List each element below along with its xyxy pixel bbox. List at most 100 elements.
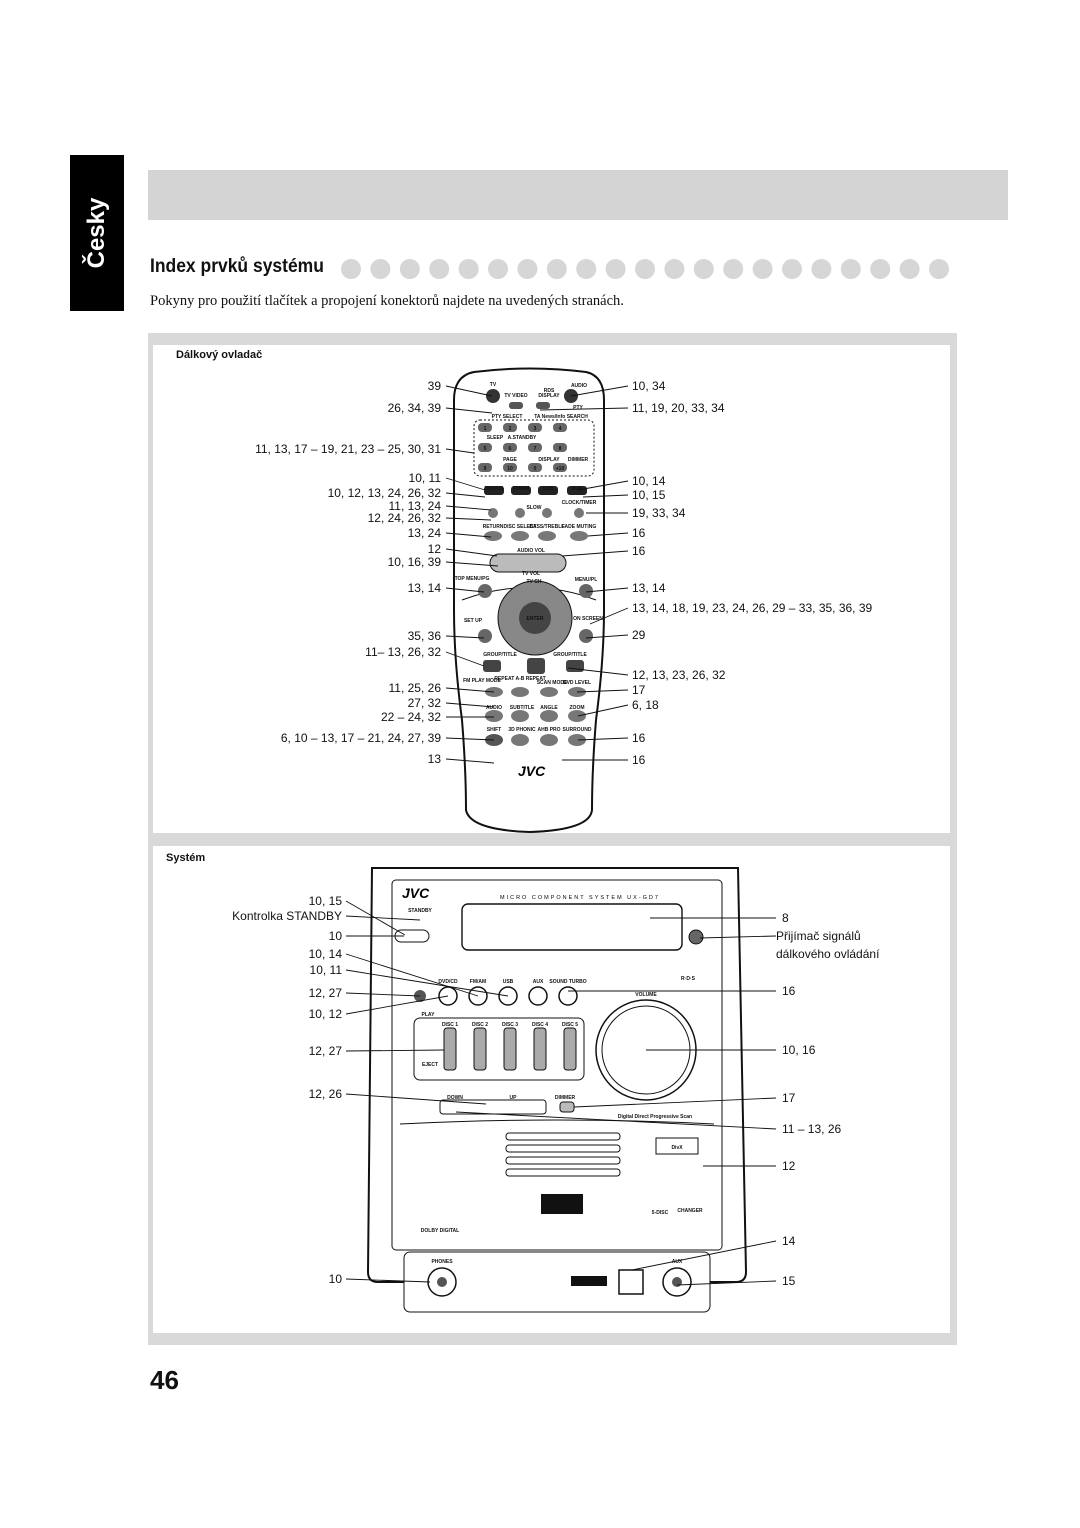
system-section-label: Systém [166,852,206,864]
title-dot [899,259,920,279]
digit-label: 7 [534,446,537,452]
page-number: 46 [150,1365,179,1395]
leader-line [445,407,493,414]
button-label: CLOCK/TIMER [562,500,597,506]
language-tab: Česky [70,155,124,311]
remote-callout-left: 12 [428,542,442,556]
button-label: PTY [573,405,583,411]
leader-line [345,915,421,921]
leader-line [445,548,498,557]
button-label: REPEAT A-B REPEAT [494,676,545,682]
title-dot [488,259,508,279]
digit-label: +10 [556,466,565,472]
remote-callout-left: 35, 36 [408,629,442,643]
disc-label: DISC 1 [442,1022,458,1028]
button-label: SCAN MODE [537,680,568,686]
disc-label: DISC 2 [472,1022,488,1028]
remote-brand-logo: JVC [518,763,546,779]
button-label: ANGLE [540,705,558,711]
leader-line [445,492,486,498]
leader-line [445,702,495,708]
leader-line [445,517,492,521]
leader-line [567,667,629,676]
digit-label: 10 [507,466,513,472]
title-dot [664,259,685,279]
button-label: GROUP/TITLE [483,652,517,658]
device-label: 5-DISC [652,1210,669,1216]
digit-label: 5 [484,446,487,452]
remote-callout-right: 6, 18 [632,698,659,712]
system-callout-left: 10, 11 [310,963,343,977]
title-dot [458,259,479,279]
button-label: BASS/TREBLE [529,524,565,530]
remote-callout-right: 13, 14 [632,581,666,595]
device-label: DOLBY DIGITAL [421,1228,459,1234]
system-callout-right: 8 [782,911,789,925]
remote-callout-right: 11, 19, 20, 33, 34 [632,401,725,415]
remote-callout-right: 17 [632,683,646,697]
device-label: Digital Direct Progressive Scan [618,1114,692,1120]
device-label: R·D·S [681,976,696,982]
remote-callout-left: 22 – 24, 32 [381,710,441,724]
button-label: MENU/PL [575,577,598,583]
title-dot [782,259,802,279]
disc-label: DISC 3 [502,1022,518,1028]
button-label: GROUP/TITLE [553,652,587,658]
system-callout-left: 10, 15 [309,894,343,908]
leader-line [573,1097,777,1108]
device-label: VOLUME [635,992,657,998]
system-callout-right: 14 [782,1234,796,1248]
remote-callout-right: 10, 34 [632,379,666,393]
leader-line [585,587,629,593]
device-label: USB [503,979,514,985]
remote-callout-left: 12, 24, 26, 32 [368,511,442,525]
remote-callout-left: 27, 32 [408,696,442,710]
remote-callout-left: 13, 14 [408,581,442,595]
leader-line [570,385,629,397]
disc-label: DISC 5 [562,1022,578,1028]
system-brand-logo: JVC [402,885,430,901]
leader-line [345,1049,445,1052]
system-callout-right: dálkového ovládání [776,947,880,961]
digit-label: 3 [534,426,537,432]
leader-line [445,651,485,667]
title-dot [811,259,832,279]
leader-line [345,992,421,997]
digit-label: 6 [509,446,512,452]
remote-callout-left: 10, 16, 39 [388,555,442,569]
button-label: DIMMER [568,457,589,463]
digit-label: 4 [559,426,562,432]
device-label: DivX [671,1145,683,1151]
system-callout-left: 10, 14 [309,947,343,961]
button-label: FADE MUTING [562,524,597,530]
device-label: DOWN [447,1095,463,1101]
button-label: ENTER [527,616,544,622]
title-dot-rule [341,259,949,279]
leader-line [576,689,629,693]
remote-callout-right: 16 [632,544,646,558]
leader-line [345,969,509,997]
leader-line [455,1111,777,1130]
button-label: ZOOM [570,705,585,711]
button-label: SLOW [527,505,542,511]
button-label: SLEEP [487,435,504,441]
remote-callout-left: 11, 13, 17 – 19, 21, 23 – 25, 30, 31 [255,442,441,456]
button-label: DISPLAY [538,393,560,399]
remote-callout-left: 11, 13, 24 [389,499,442,513]
system-callout-right: 12 [782,1159,796,1173]
digit-label: 1 [484,426,487,432]
leader-line [589,607,629,625]
button-label: AUDIO [571,383,587,389]
button-label: SURROUND [563,727,592,733]
button-label: AHB PRO [537,727,560,733]
device-label: FM/AM [470,979,486,985]
button-label: AUDIO VOL [517,548,545,554]
device-label: CHANGER [677,1208,703,1214]
device-label: PLAY [422,1012,436,1018]
system-callout-right: 11 – 13, 26 [782,1122,841,1136]
leader-line [577,480,629,491]
leader-line [445,448,475,454]
button-label: TOP MENU/PG [455,576,490,582]
remote-callout-right: 10, 15 [632,488,666,502]
